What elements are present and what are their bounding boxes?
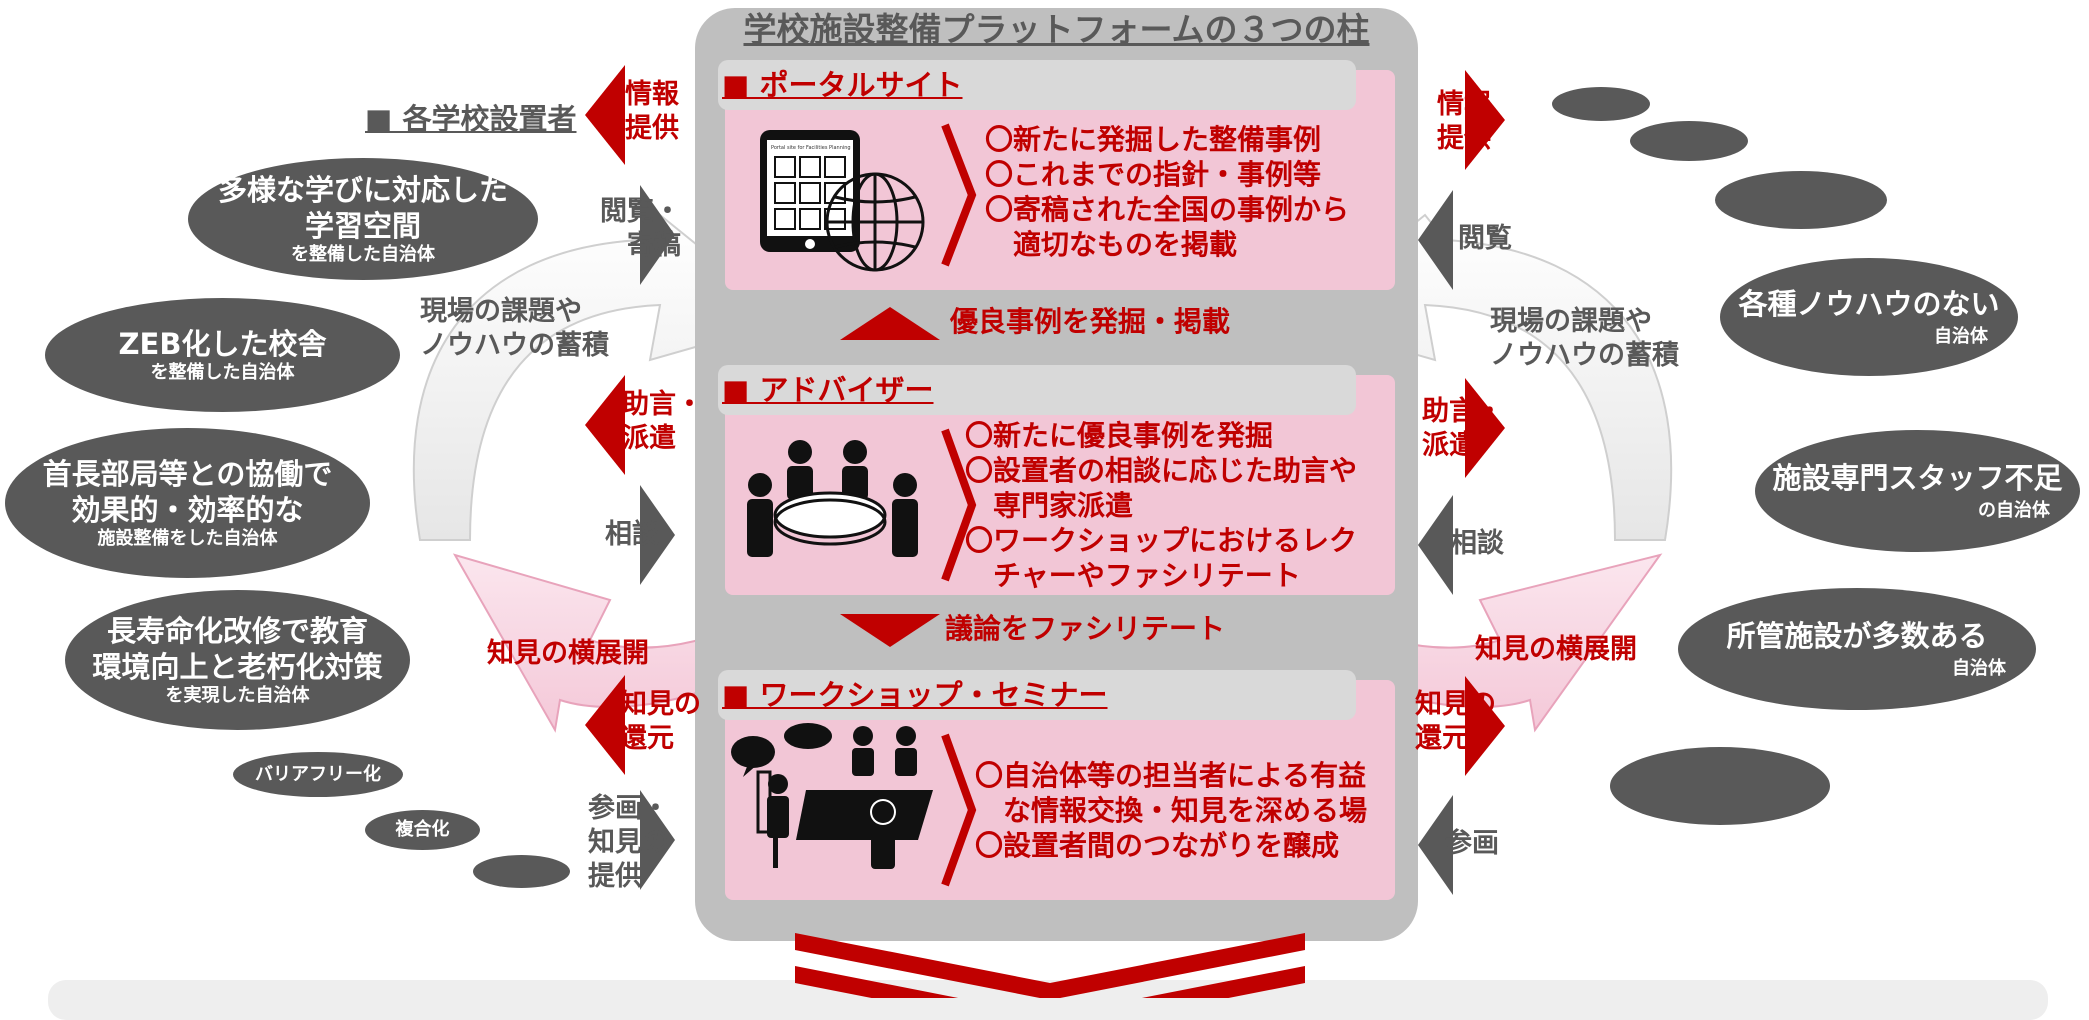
discover-label: 優良事例を発掘・掲載 bbox=[950, 305, 1231, 338]
portal-heading: ■ ポータルサイト bbox=[722, 68, 963, 102]
advisor-items: 〇新たに優良事例を発掘 〇設置者の相談に応じた助言や 専門家派遣 〇ワークショッ… bbox=[965, 418, 1357, 593]
advisor-item: 〇設置者の相談に応じた助言や bbox=[965, 454, 1358, 487]
left-curve-label: 現場の課題やノウハウの蓄積 bbox=[420, 296, 609, 361]
municipality-ellipse bbox=[1630, 121, 1748, 161]
right-browse-arrow bbox=[1418, 190, 1453, 290]
right-advice-label: 助言・派遣 bbox=[1422, 396, 1503, 461]
portal-heading-bar: ■ ポータルサイト bbox=[718, 60, 1356, 110]
right-spread-label: 知見の横展開 bbox=[1475, 634, 1637, 665]
right-consult-label: 相談 bbox=[1450, 528, 1504, 559]
facilitate-label: 議論をファシリテート bbox=[945, 612, 1226, 645]
left-advice-label: 助言・派遣 bbox=[622, 389, 703, 454]
municipality-ellipse: 複合化 bbox=[365, 810, 480, 850]
right-consult-arrow bbox=[1418, 495, 1453, 595]
workshop-heading-bar: ■ ワークショップ・セミナー bbox=[718, 670, 1356, 720]
right-participate-label: 参画 bbox=[1445, 828, 1499, 859]
right-curve-label: 現場の課題やノウハウの蓄積 bbox=[1490, 306, 1679, 371]
portal-item: 〇これまでの指針・事例等 bbox=[985, 158, 1322, 191]
up-triangle-icon bbox=[840, 307, 940, 340]
platform-title: 学校施設整備プラットフォームの３つの柱 bbox=[743, 10, 1370, 49]
left-return-label: 知見の還元 bbox=[620, 689, 701, 754]
meeting-icon bbox=[747, 440, 918, 557]
right-advice-arrow bbox=[1465, 378, 1505, 478]
advisor-item: チャーやファシリテート bbox=[965, 559, 1301, 592]
left-browse-label: 閲覧・寄稿 bbox=[600, 196, 681, 261]
advisor-heading: ■ アドバイザー bbox=[722, 373, 934, 407]
left-consult-label: 相談 bbox=[605, 519, 659, 550]
workshop-item: 〇自治体等の担当者による有益 bbox=[975, 759, 1367, 792]
municipality-ellipse: 施設専門スタッフ不足 の自治体 bbox=[1755, 430, 2080, 552]
municipality-ellipse: 所管施設が多数ある 自治体 bbox=[1678, 588, 2036, 710]
portal-item: 適切なものを掲載 bbox=[985, 228, 1238, 261]
down-chevron-icon bbox=[795, 933, 1305, 998]
workshop-heading: ■ ワークショップ・セミナー bbox=[722, 678, 1108, 712]
left-browse-arrow bbox=[640, 185, 675, 285]
municipality-ellipse: 長寿命化改修で教育 環境向上と老朽化対策 を実現した自治体 bbox=[65, 590, 410, 730]
left-participate-label: 参画・知見の提供 bbox=[588, 793, 669, 892]
municipality-ellipse bbox=[1552, 87, 1650, 121]
left-spread-label: 知見の横展開 bbox=[487, 638, 649, 669]
portal-item: 〇寄稿された全国の事例から bbox=[985, 193, 1350, 226]
left-participate-arrow bbox=[640, 790, 675, 890]
right-info-label: 情報提供 bbox=[1437, 89, 1491, 154]
portal-bracket bbox=[941, 123, 977, 267]
municipality-ellipse: 多様な学びに対応した 学習空間 を整備した自治体 bbox=[188, 158, 538, 280]
right-info-arrow bbox=[1465, 70, 1505, 170]
workshop-bracket bbox=[941, 733, 977, 887]
portal-items: 〇新たに発掘した整備事例 〇これまでの指針・事例等 〇寄稿された全国の事例から … bbox=[985, 122, 1349, 262]
right-browse-label: 閲覧 bbox=[1458, 223, 1512, 254]
advisor-item: 専門家派遣 bbox=[965, 489, 1134, 522]
left-advice-arrow bbox=[585, 375, 625, 475]
municipality-ellipse: ZEB化した校舎 を整備した自治体 bbox=[45, 298, 400, 412]
portal-screen-text: Portal site for Facilities Planning bbox=[771, 145, 851, 151]
left-info-arrow bbox=[585, 65, 625, 165]
down-triangle-icon bbox=[840, 614, 940, 647]
advisor-item: 〇新たに優良事例を発掘 bbox=[965, 419, 1274, 452]
left-flow-arrows bbox=[585, 65, 675, 890]
municipality-ellipse: 首長部局等との協働で 効果的・効率的な 施設整備をした自治体 bbox=[5, 428, 370, 578]
municipality-ellipse bbox=[1610, 747, 1830, 825]
right-return-arrow bbox=[1465, 676, 1505, 776]
workshop-item: な情報交換・知見を深める場 bbox=[975, 794, 1368, 827]
left-return-arrow bbox=[585, 675, 625, 775]
left-info-label: 情報提供 bbox=[625, 79, 679, 144]
left-consult-arrow bbox=[640, 485, 675, 585]
right-participate-arrow bbox=[1418, 795, 1453, 895]
portal-tablet-icon: Portal site for Facilities Planning bbox=[760, 130, 925, 272]
setter-label: ■ 各学校設置者 bbox=[365, 102, 577, 136]
workshop-icon bbox=[731, 723, 933, 869]
right-flow-arrows bbox=[1418, 70, 1505, 895]
municipality-ellipse: 各種ノウハウのない 自治体 bbox=[1720, 258, 2018, 376]
municipality-ellipse bbox=[1715, 171, 1887, 229]
right-return-label: 知見の還元 bbox=[1415, 689, 1496, 754]
advisor-bracket bbox=[941, 428, 977, 582]
municipality-ellipse bbox=[473, 855, 570, 888]
workshop-item: 〇設置者間のつながりを醸成 bbox=[975, 829, 1340, 862]
advisor-item: 〇ワークショップにおけるレク bbox=[965, 524, 1358, 557]
municipality-ellipse: バリアフリー化 bbox=[233, 752, 403, 797]
workshop-items: 〇自治体等の担当者による有益 な情報交換・知見を深める場 〇設置者間のつながりを… bbox=[975, 758, 1367, 863]
advisor-heading-bar: ■ アドバイザー bbox=[718, 365, 1356, 415]
portal-item: 〇新たに発掘した整備事例 bbox=[985, 123, 1322, 156]
